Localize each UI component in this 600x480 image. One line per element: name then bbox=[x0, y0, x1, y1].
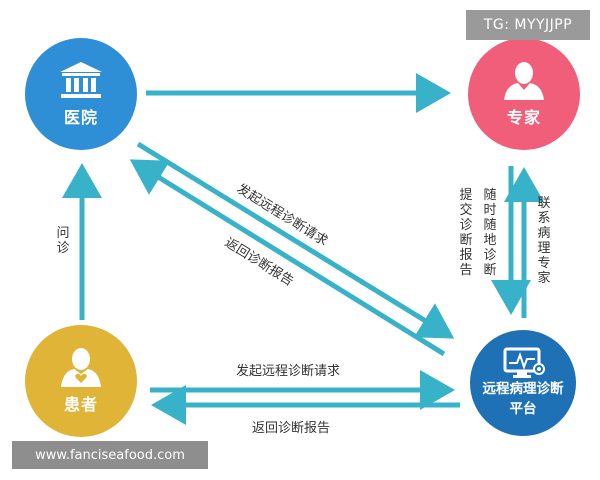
patient-label: 患者 bbox=[63, 395, 98, 414]
bank-building-icon bbox=[60, 62, 102, 98]
edge-label-anytime-diagnosis: 随时随地诊断 bbox=[483, 188, 497, 278]
arrow-hospital-to-platform bbox=[136, 141, 455, 339]
hospital-label: 医院 bbox=[63, 108, 98, 127]
arrow-platform-to-hospital bbox=[129, 159, 446, 357]
person-icon bbox=[504, 62, 544, 100]
expert-label: 专家 bbox=[506, 108, 541, 127]
watermark-top: TG: MYYJJPP bbox=[466, 10, 590, 40]
expert-node: 专家 bbox=[468, 38, 580, 150]
monitor-eye-icon bbox=[503, 347, 545, 378]
platform-label-line2: 平台 bbox=[509, 401, 537, 417]
edge-label-patient-report: 返回诊断报告 bbox=[252, 421, 331, 436]
patient-node: 患者 bbox=[25, 325, 137, 437]
patient-heart-icon bbox=[61, 348, 101, 387]
platform-node: 远程病理诊断 平台 bbox=[470, 330, 576, 436]
edge-label-contact-expert: 联系病理专家 bbox=[537, 196, 551, 286]
edge-label-patient-request: 发起远程诊断请求 bbox=[236, 364, 341, 379]
edge-label-consultation: 问诊 bbox=[56, 226, 70, 256]
platform-label-line1: 远程病理诊断 bbox=[482, 381, 564, 397]
edge-label-submit-report: 提交诊断报告 bbox=[459, 188, 473, 278]
hospital-node: 医院 bbox=[25, 38, 137, 150]
watermark-bottom: www.fanciseafood.com bbox=[12, 441, 208, 469]
